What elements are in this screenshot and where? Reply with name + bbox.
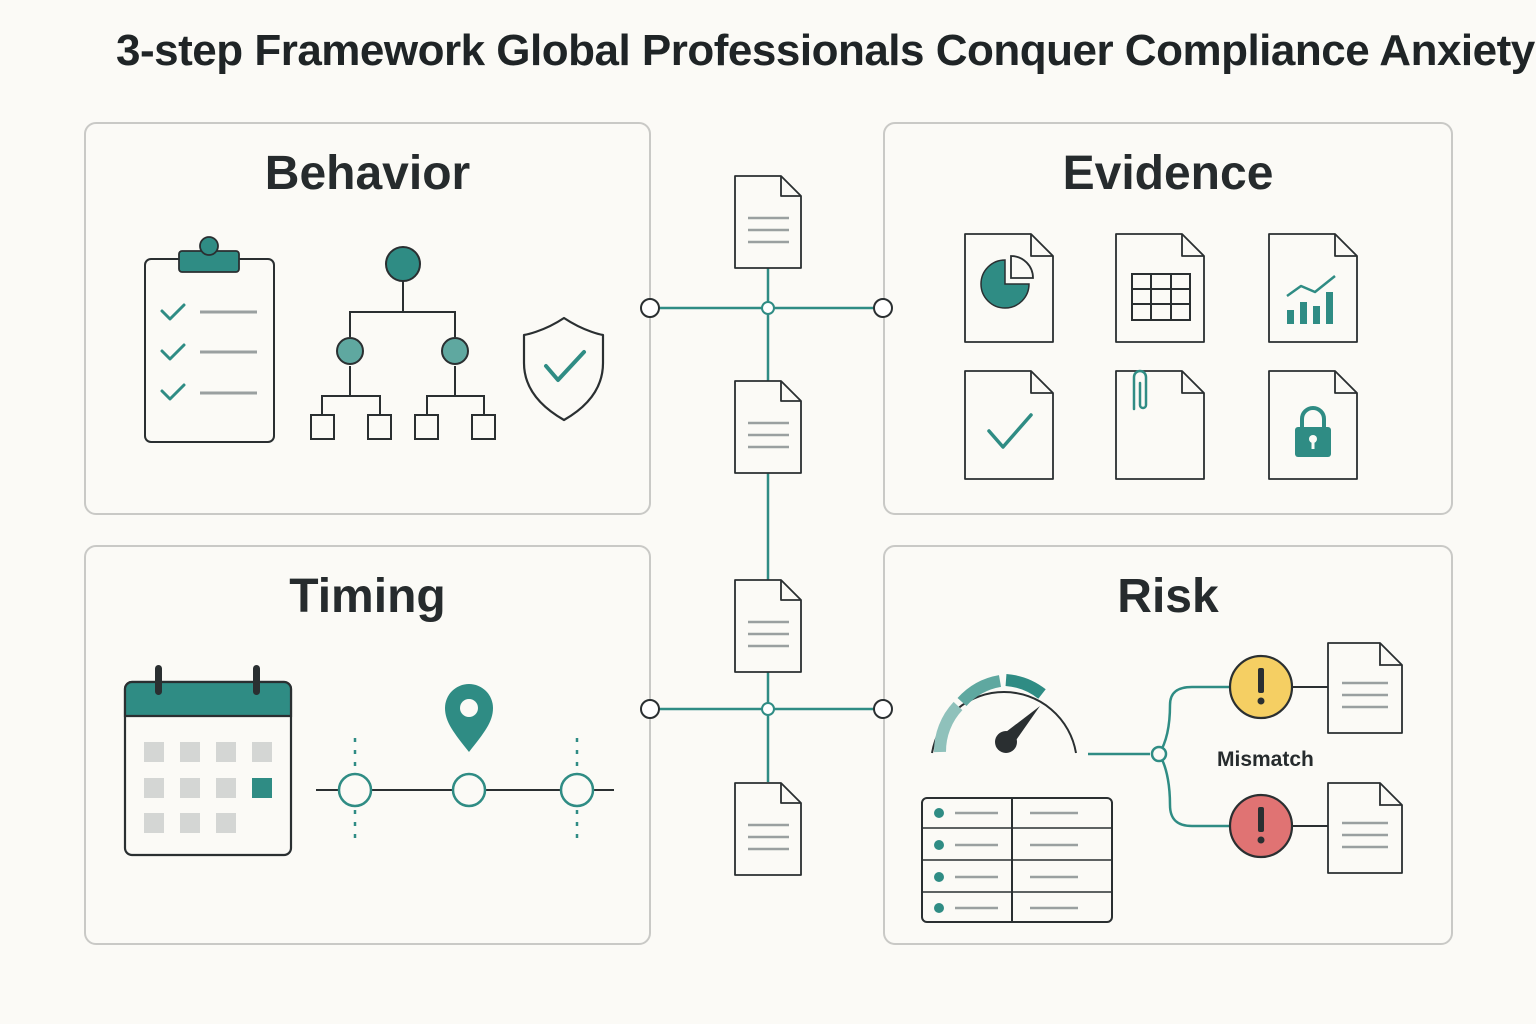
mismatch-label: Mismatch <box>1217 748 1314 771</box>
risk-title: Risk <box>1117 570 1219 623</box>
alert-icon <box>1228 793 1294 859</box>
behavior-title: Behavior <box>264 147 471 200</box>
warning-icon <box>1228 654 1294 720</box>
timing-title: Timing <box>289 570 446 623</box>
risk-document-icon <box>1327 782 1403 874</box>
pie-chart-document-icon <box>964 233 1054 343</box>
connector-document-icon <box>734 782 802 876</box>
lock-document-icon <box>1268 370 1358 480</box>
org-chart-icon <box>310 246 496 440</box>
connector-document-icon <box>734 380 802 474</box>
timeline-icon <box>316 738 614 845</box>
location-pin-icon <box>445 684 493 752</box>
shield-check-icon <box>522 316 605 422</box>
connector-document-icon <box>734 579 802 673</box>
risk-document-icon <box>1327 642 1403 734</box>
table-document-icon <box>1115 233 1205 343</box>
connector-document-icon <box>734 175 802 269</box>
paperclip-document-icon <box>1115 369 1205 480</box>
bar-chart-document-icon <box>1268 233 1358 343</box>
clipboard-checklist-icon <box>144 236 275 443</box>
page-title: 3-step Framework Global Professionals Co… <box>116 26 1535 75</box>
calendar-icon <box>123 665 293 857</box>
gauge-icon <box>931 674 1077 754</box>
checkmark-document-icon <box>964 370 1054 480</box>
mismatch-connector <box>1088 685 1328 828</box>
central-connector <box>640 268 893 782</box>
evidence-title: Evidence <box>1062 147 1274 200</box>
data-table-icon <box>921 797 1113 923</box>
